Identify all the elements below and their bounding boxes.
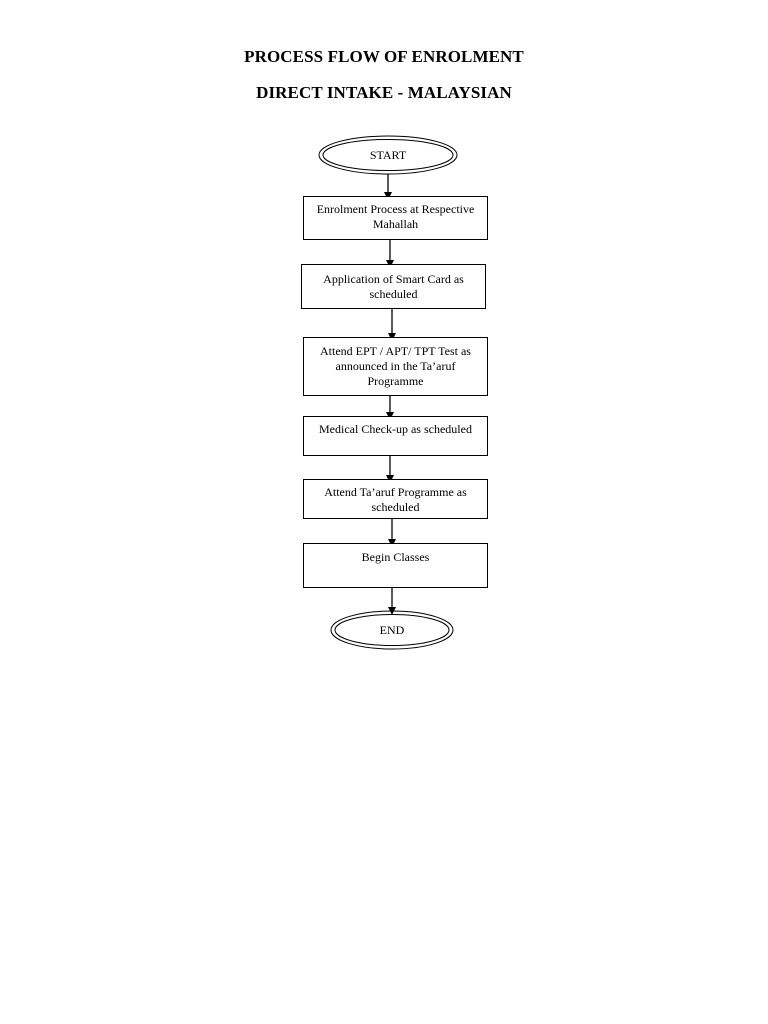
process-step-smart-card: Application of Smart Card as scheduled <box>301 264 486 309</box>
start-label: START <box>369 148 407 162</box>
end-label: END <box>379 623 405 637</box>
page-subtitle: DIRECT INTAKE - MALAYSIAN <box>256 83 512 102</box>
process-step-medical-checkup: Medical Check-up as scheduled <box>303 416 488 456</box>
process-step-placement-test: Attend EPT / APT/ TPT Test as announced … <box>303 337 488 396</box>
process-step-enrolment: Enrolment Process at Respective Mahallah <box>303 196 488 240</box>
process-step-begin-classes: Begin Classes <box>303 543 488 588</box>
process-step-taaruf-programme: Attend Ta’aruf Programme as scheduled <box>303 479 488 519</box>
page-title: PROCESS FLOW OF ENROLMENT <box>244 47 524 66</box>
